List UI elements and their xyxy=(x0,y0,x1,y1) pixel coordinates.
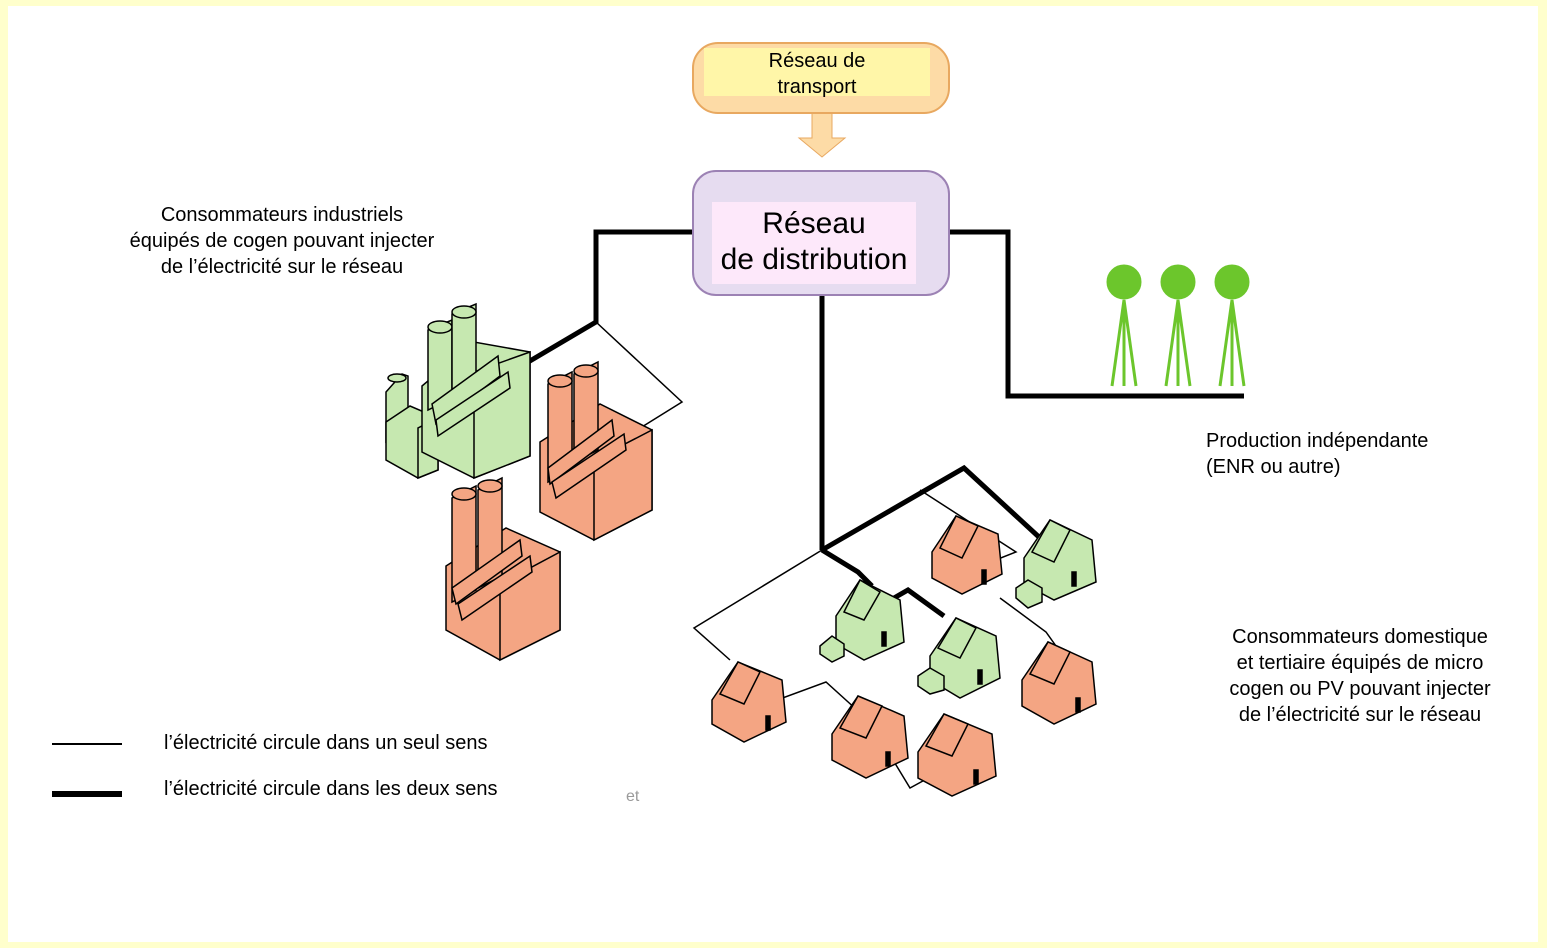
wind-turbine-3 xyxy=(1214,264,1250,387)
orange-house-icon-1 xyxy=(931,515,1003,595)
clipped-text-fragment: et xyxy=(626,788,640,805)
domestic-line1: Consommateurs domestique xyxy=(1232,626,1488,648)
wind-turbine-1 xyxy=(1106,264,1142,387)
industrial-line2: équipés de cogen pouvant injecter xyxy=(129,230,435,252)
green-house-icon-1 xyxy=(819,578,905,663)
orange-house-icon-2 xyxy=(1021,641,1097,725)
independent-production-label: Production indépendante (ENR ou autre) xyxy=(1206,428,1526,480)
legend-one-way-label: l’électricité circule dans un seul sens xyxy=(164,732,488,754)
wind-turbine-icons xyxy=(1106,264,1250,387)
transport-label-line1: Réseau de xyxy=(768,50,866,72)
distribution-label-line2: de distribution xyxy=(720,243,908,276)
orange-house-icon-3 xyxy=(711,661,787,743)
independent-line2: (ENR ou autre) xyxy=(1206,456,1341,478)
green-house-icon-2 xyxy=(917,617,1001,699)
industrial-line1: Consommateurs industriels xyxy=(160,204,404,226)
cogen-factory-icon xyxy=(385,302,531,480)
downward-arrow xyxy=(797,111,847,158)
orange-house-icon-5 xyxy=(917,713,997,797)
transport-label-line2: transport xyxy=(777,76,857,98)
domestic-line3: cogen ou PV pouvant injecter xyxy=(1229,678,1491,700)
transport-label-bg xyxy=(704,48,930,96)
distribution-label-line1: Réseau xyxy=(762,207,866,240)
wind-turbine-2 xyxy=(1160,264,1196,387)
domestic-consumers-label: Consommateurs domestique et tertiaire éq… xyxy=(1176,624,1544,728)
distribution-label: Réseau de distribution xyxy=(700,206,928,278)
transport-label: Réseau de transport xyxy=(704,48,930,100)
two-way-lines xyxy=(516,229,1244,619)
domestic-line4: de l’électricité sur le réseau xyxy=(1238,704,1482,726)
green-house-icon-3 xyxy=(1015,519,1097,609)
independent-line1: Production indépendante xyxy=(1206,430,1429,452)
industrial-consumers-label: Consommateurs industriels équipés de cog… xyxy=(40,202,524,280)
diagram-frame xyxy=(8,6,1538,942)
orange-house-icon-4 xyxy=(831,695,909,779)
distribution-label-bg xyxy=(712,202,916,284)
domestic-line2: et tertiaire équipés de micro xyxy=(1236,652,1484,674)
industrial-line3: de l’électricité sur le réseau xyxy=(160,256,404,278)
orange-factory-icon-lower xyxy=(445,476,561,662)
legend-two-way-label: l’électricité circule dans les deux sens xyxy=(164,778,498,800)
orange-factory-icon-upper xyxy=(539,360,653,542)
